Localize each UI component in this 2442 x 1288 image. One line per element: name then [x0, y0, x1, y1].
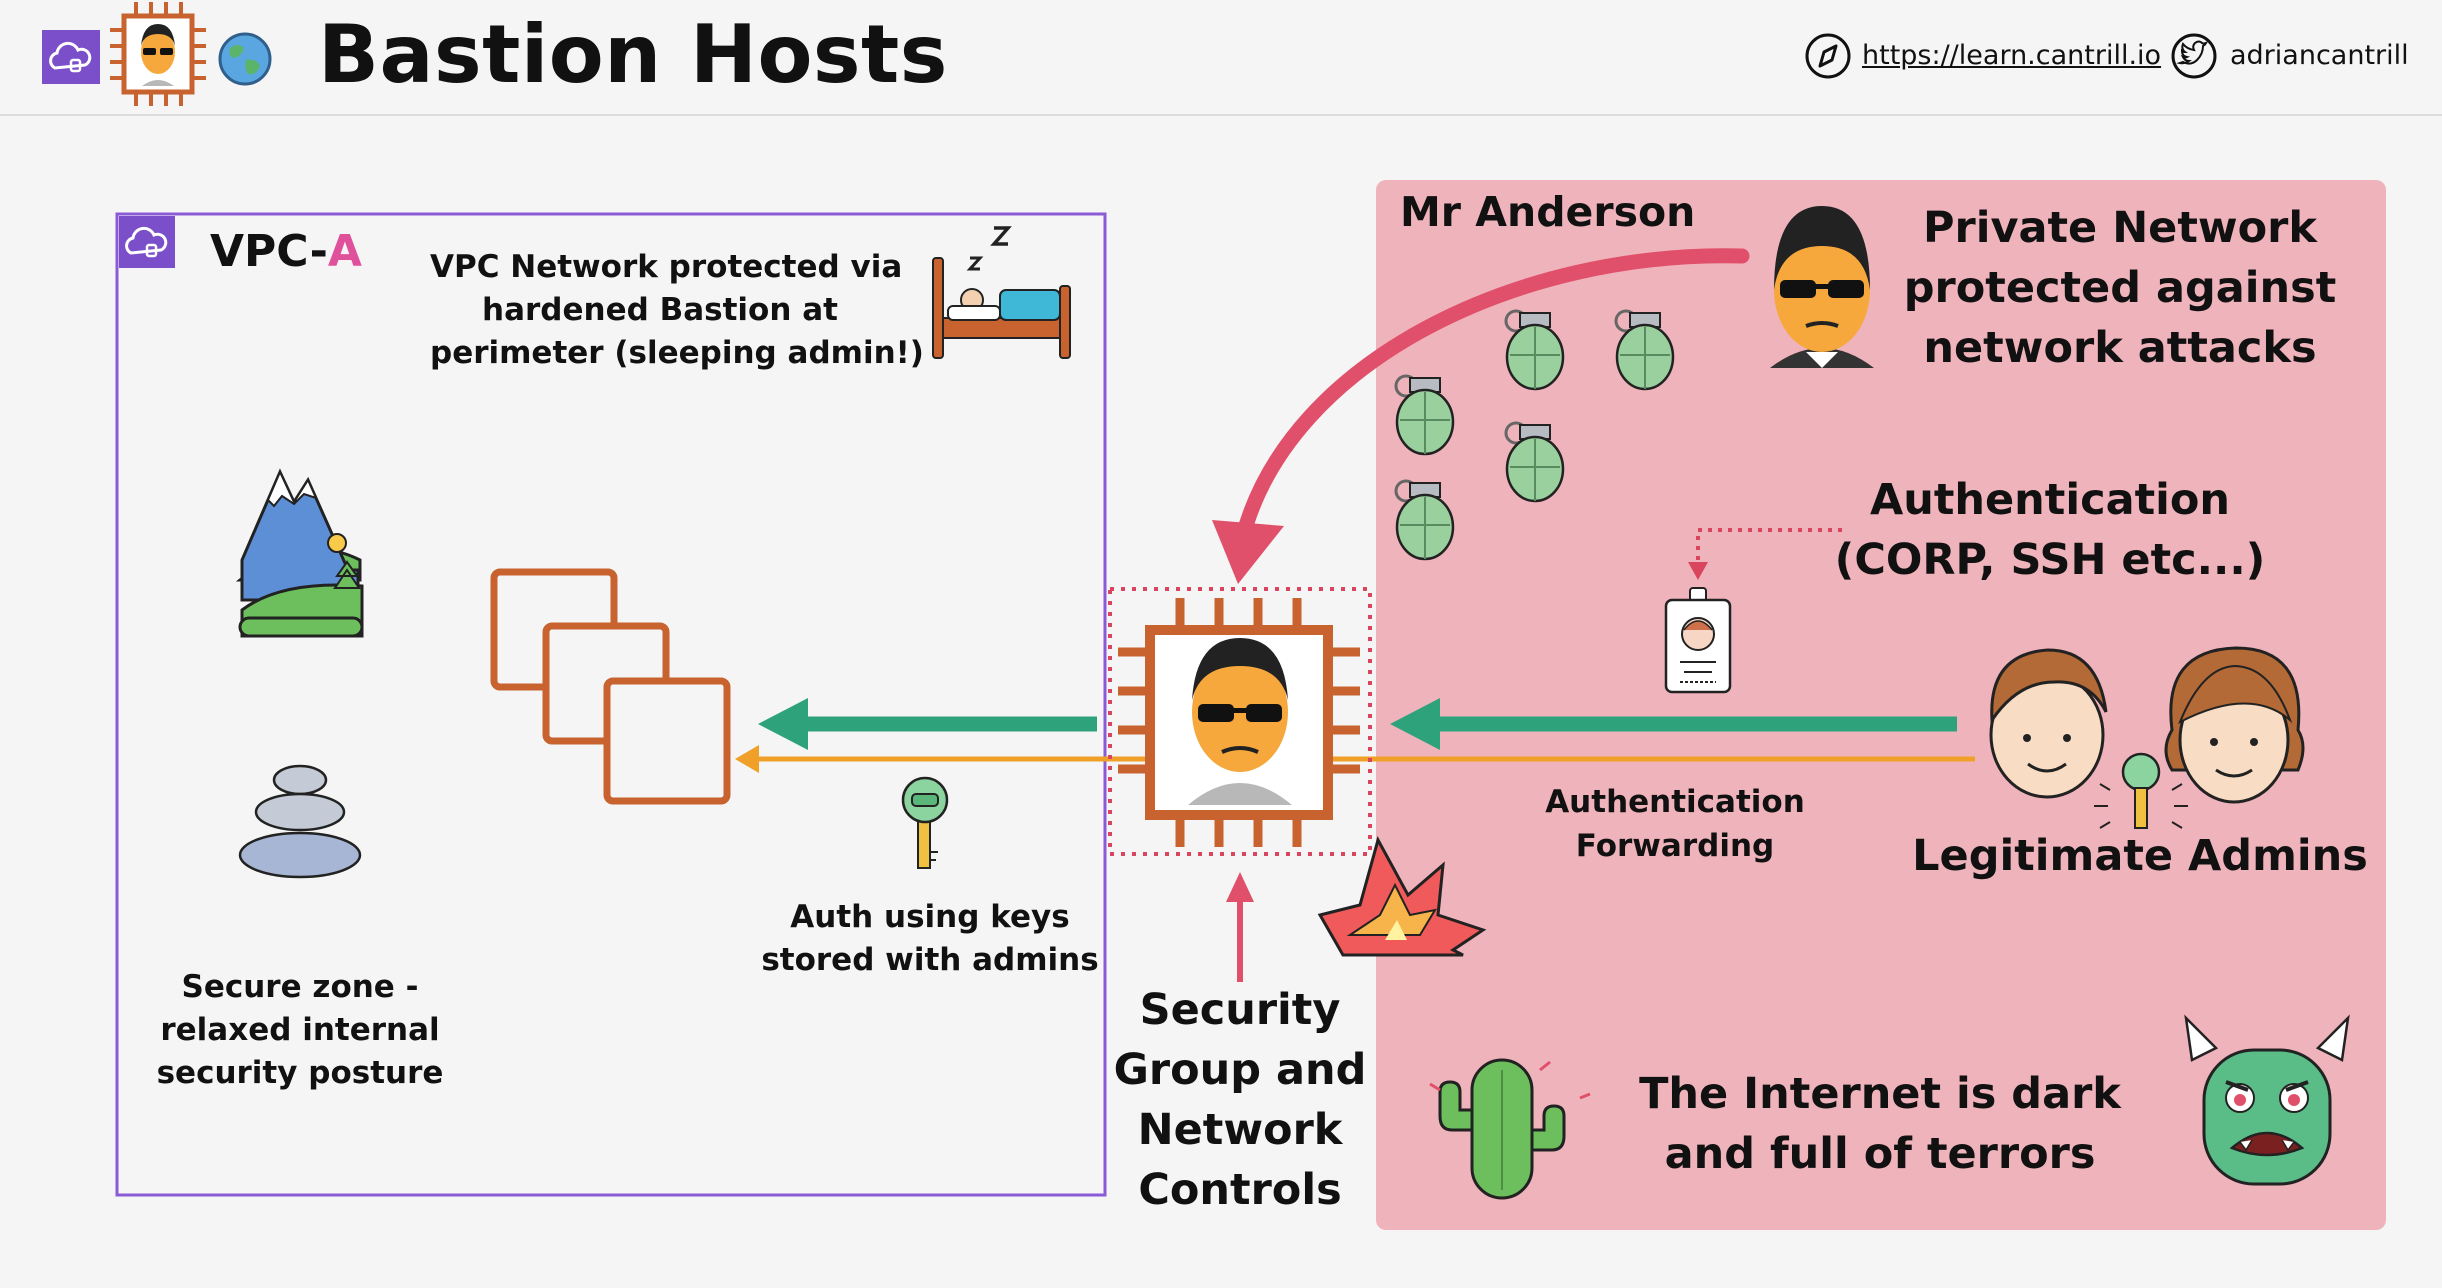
auth-forwarding-label: Authentication Forwarding: [1520, 780, 1830, 868]
private-network-label: Private Network protected against networ…: [1880, 198, 2360, 378]
auth-forwarding-line: Forwarding: [1575, 828, 1775, 864]
security-controls-line: Group and: [1113, 1045, 1367, 1095]
auth-keys-label: Auth using keys stored with admins: [760, 896, 1100, 982]
authentication-label: Authentication (CORP, SSH etc...): [1830, 470, 2270, 590]
admin-female-icon: [2164, 646, 2305, 804]
bastion-host-icon: [1118, 598, 1360, 847]
admin-male-icon: [1989, 648, 2108, 799]
monster-icon: [2184, 1014, 2350, 1186]
authentication-line: Authentication: [1869, 475, 2231, 525]
vpc-note: VPC Network protected via hardened Basti…: [430, 246, 924, 375]
attacker-label: Mr Anderson: [1400, 188, 1696, 236]
attack-arrowhead: [1212, 520, 1284, 584]
attack-arrow-path: [1235, 248, 1750, 544]
vpc-title: VPC-A: [210, 226, 362, 277]
auth-key-icon: [901, 776, 949, 869]
private-network-line: Private Network: [1923, 203, 2317, 253]
private-network-line: network attacks: [1923, 323, 2317, 373]
secure-zone-line: security posture: [156, 1055, 444, 1091]
cactus-icon: [1429, 1058, 1591, 1200]
mountain-landscape-icon: [235, 468, 364, 638]
compass-icon: [1805, 33, 1851, 79]
legitimate-admins-label: Legitimate Admins: [1912, 831, 2368, 881]
globe-icon: [218, 32, 272, 86]
private-network-line: protected against: [1903, 263, 2337, 313]
auth-keys-line: stored with admins: [761, 942, 1099, 978]
header-bar: [0, 0, 2442, 116]
vpc-cloud-icon: [42, 30, 100, 84]
vpc-title-prefix: VPC-: [210, 226, 328, 277]
twitter-icon: [2171, 33, 2217, 79]
auth-dotted-arrowhead: [1688, 562, 1708, 580]
sleeping-admin-bed-icon: [932, 226, 1071, 359]
secure-zone-line: Secure zone -: [181, 969, 419, 1005]
bastion-chip-logo-icon: [110, 2, 206, 106]
vpc-note-line: hardened Bastion at: [482, 292, 838, 328]
vpc-title-suffix: A: [327, 226, 362, 277]
security-controls-label: Security Group and Network Controls: [1100, 980, 1380, 1220]
orange-arrowhead: [735, 745, 759, 773]
admin-key-icon: [2094, 752, 2188, 829]
vpc-badge-icon: [119, 216, 175, 268]
internet-dark-line: The Internet is dark: [1639, 1069, 2121, 1119]
security-controls-line: Network: [1137, 1105, 1343, 1155]
id-badge-icon: [1664, 587, 1732, 694]
auth-forwarding-line: Authentication: [1545, 784, 1805, 820]
internet-dark-label: The Internet is dark and full of terrors: [1630, 1064, 2130, 1184]
vpc-note-line: VPC Network protected via: [430, 249, 903, 285]
security-controls-line: Controls: [1138, 1165, 1342, 1215]
secure-zone-line: relaxed internal: [160, 1012, 440, 1048]
internet-dark-line: and full of terrors: [1664, 1129, 2096, 1179]
mr-anderson-attacker-icon: [1770, 206, 1874, 368]
website-link[interactable]: https://learn.cantrill.io: [1862, 40, 2162, 71]
page-title: Bastion Hosts: [318, 8, 948, 101]
authentication-line: (CORP, SSH etc...): [1834, 535, 2266, 585]
security-controls-line: Security: [1139, 985, 1341, 1035]
security-controls-arrowhead: [1226, 872, 1254, 902]
secure-zone-label: Secure zone - relaxed internal security …: [150, 966, 450, 1095]
twitter-handle[interactable]: adriancantrill: [2230, 40, 2409, 71]
explosion-icon: [1317, 836, 1487, 957]
green-bastion-arrowhead: [758, 698, 808, 750]
auth-keys-line: Auth using keys: [790, 899, 1070, 935]
vpc-note-line: perimeter (sleeping admin!): [430, 335, 924, 371]
zen-stones-icon: [238, 764, 362, 879]
grenade-icons: [1394, 309, 1675, 561]
auth-dotted-connector: [1696, 528, 1842, 568]
green-admin-arrowhead: [1390, 698, 1440, 750]
private-instances-icon: [490, 568, 731, 805]
bastion-perimeter-box: [1108, 587, 1372, 856]
